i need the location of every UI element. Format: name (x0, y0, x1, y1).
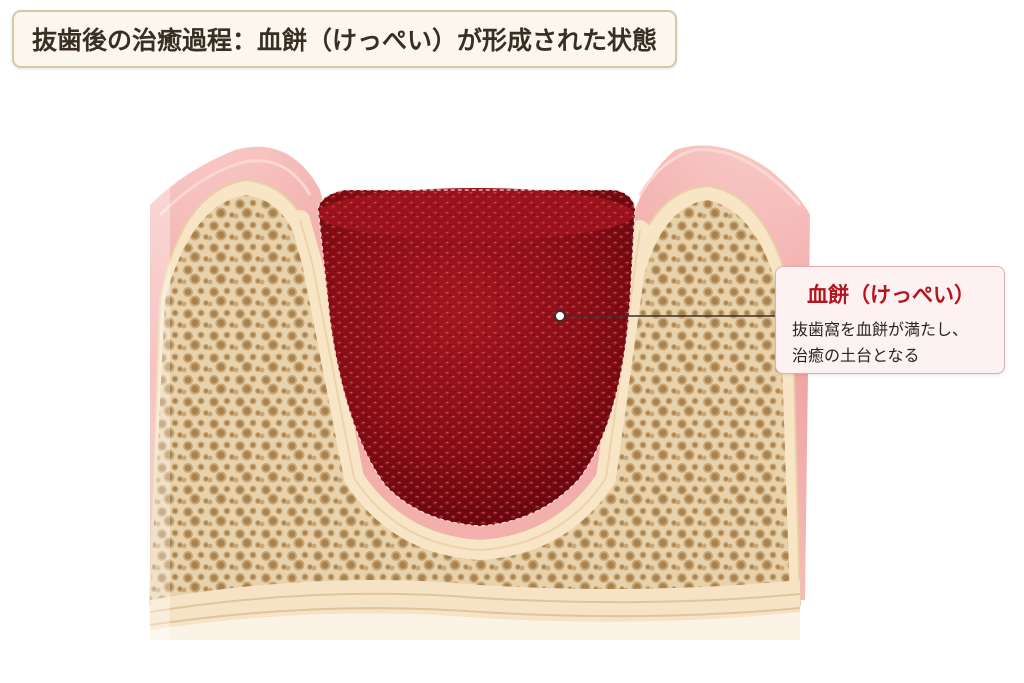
callout-line-2: 治癒の土台となる (792, 346, 920, 365)
page-title-text: 抜歯後の治癒過程：血餅（けっぺい）が形成された状態 (32, 26, 658, 55)
callout-anchor-dot (554, 310, 566, 322)
callout-title: 血餅（けっぺい） (807, 283, 975, 307)
blood-clot (317, 188, 636, 527)
blood-clot-callout: 血餅（けっぺい） 抜歯窩を血餅が満たし、 治癒の土台となる (775, 266, 1005, 374)
callout-description: 抜歯窩を血餅が満たし、 治癒の土台となる (792, 317, 990, 369)
callout-line-1: 抜歯窩を血餅が満たし、 (792, 320, 969, 339)
page-title: 抜歯後の治癒過程：血餅（けっぺい）が形成された状態 (12, 10, 678, 68)
